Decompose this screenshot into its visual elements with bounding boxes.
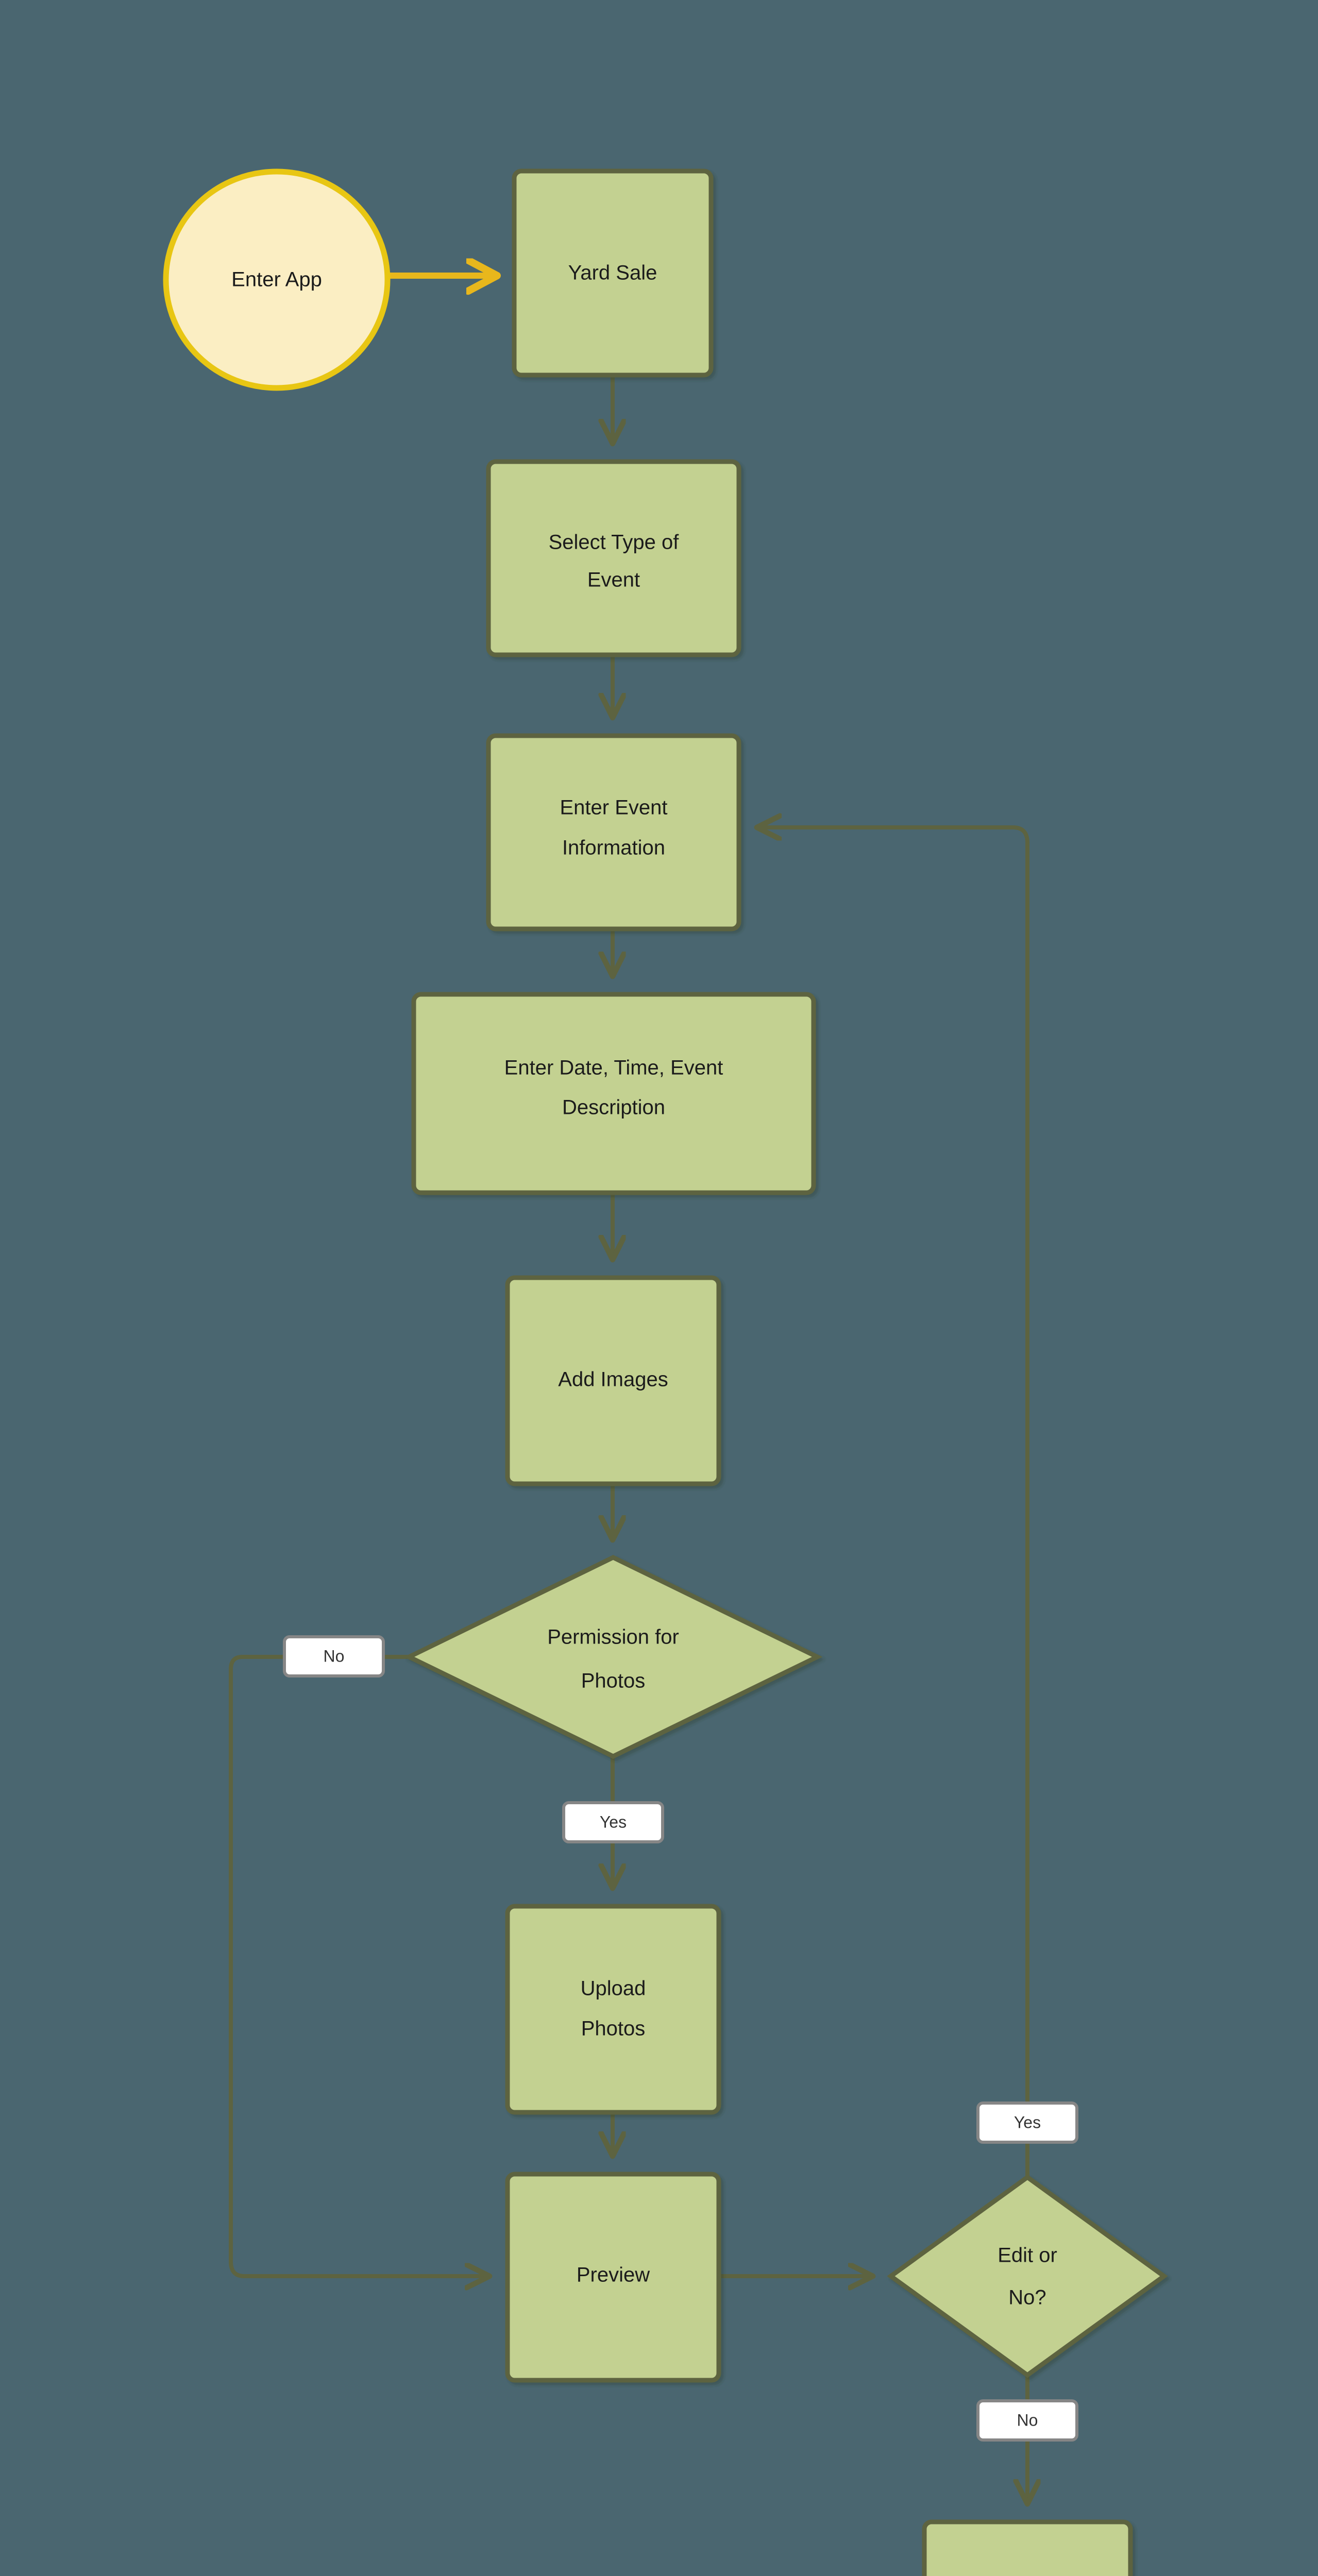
node-preview[interactable]: Preview [505, 2172, 721, 2383]
edge-label-permission-no: No [283, 1635, 385, 1677]
enter-app-ellipse[interactable] [163, 168, 391, 391]
node-permission-for-photos[interactable]: Permission for Photos [403, 1554, 823, 1759]
edge-label-permission-yes: Yes [562, 1801, 664, 1843]
add-images-rect[interactable] [505, 1275, 721, 1486]
edge-label-edit-yes-text: Yes [1014, 2113, 1041, 2131]
edge-edit-yes-to-enter-info [758, 827, 1029, 2178]
node-layer: Enter App Yard Sale Select Type of Event… [163, 168, 1168, 2576]
add-images-label: Add Images [558, 1368, 668, 1391]
edge-label-permission-no-box [283, 1635, 385, 1677]
edge-label-edit-yes: Yes [976, 2102, 1078, 2144]
select-type-rect[interactable] [486, 459, 741, 657]
edit-or-no-label-line2: No? [1008, 2286, 1046, 2309]
enter-date-rect[interactable] [411, 992, 816, 1195]
node-event-created[interactable]: Event Created [922, 2519, 1133, 2576]
preview-label: Preview [577, 2264, 650, 2286]
event-created-rect[interactable] [922, 2519, 1133, 2576]
enter-date-label-line1: Enter Date, Time, Event [504, 1057, 723, 1079]
edge-label-edit-no: No [976, 2399, 1078, 2442]
yard-sale-label: Yard Sale [568, 262, 657, 284]
edge-permission-no-to-preview [229, 1655, 488, 2276]
select-type-label-line1: Select Type of [549, 531, 680, 554]
node-enter-app[interactable]: Enter App [163, 168, 391, 391]
upload-photos-label-line2: Photos [581, 2018, 646, 2040]
edge-label-permission-no-text: No [324, 1647, 345, 1665]
node-enter-date[interactable]: Enter Date, Time, Event Description [411, 992, 816, 1195]
enter-date-label-line2: Description [562, 1096, 665, 1119]
enter-info-label-line2: Information [562, 837, 665, 859]
edge-label-edit-no-text: No [1017, 2411, 1038, 2429]
edge-label-edit-yes-box [976, 2102, 1078, 2144]
enter-app-label: Enter App [231, 268, 322, 291]
upload-photos-rect[interactable] [505, 1904, 721, 2115]
permission-label-line1: Permission for [547, 1626, 679, 1649]
node-add-images[interactable]: Add Images [505, 1275, 721, 1486]
edge-label-permission-yes-box [562, 1801, 664, 1843]
enter-info-label-line1: Enter Event [560, 796, 667, 819]
edit-or-no-label-line1: Edit or [998, 2244, 1057, 2267]
preview-rect[interactable] [505, 2172, 721, 2383]
yard-sale-rect[interactable] [512, 168, 714, 378]
upload-photos-label-line1: Upload [581, 1977, 646, 2000]
node-upload-photos[interactable]: Upload Photos [505, 1904, 721, 2115]
permission-label-line2: Photos [581, 1670, 646, 1692]
enter-info-rect[interactable] [486, 733, 741, 931]
edge-layer [229, 276, 1029, 2576]
select-type-label-line2: Event [587, 569, 640, 591]
node-yard-sale[interactable]: Yard Sale [512, 168, 714, 378]
edge-label-permission-yes-text: Yes [600, 1812, 627, 1831]
node-select-type[interactable]: Select Type of Event [486, 459, 741, 657]
node-edit-or-no[interactable]: Edit or No? [887, 2174, 1168, 2378]
node-enter-info[interactable]: Enter Event Information [486, 733, 741, 931]
edit-or-no-diamond[interactable] [887, 2174, 1168, 2378]
edge-label-layer: No Yes Yes No [283, 1635, 1078, 2442]
edge-label-edit-no-box [976, 2399, 1078, 2442]
permission-diamond[interactable] [403, 1554, 823, 1759]
